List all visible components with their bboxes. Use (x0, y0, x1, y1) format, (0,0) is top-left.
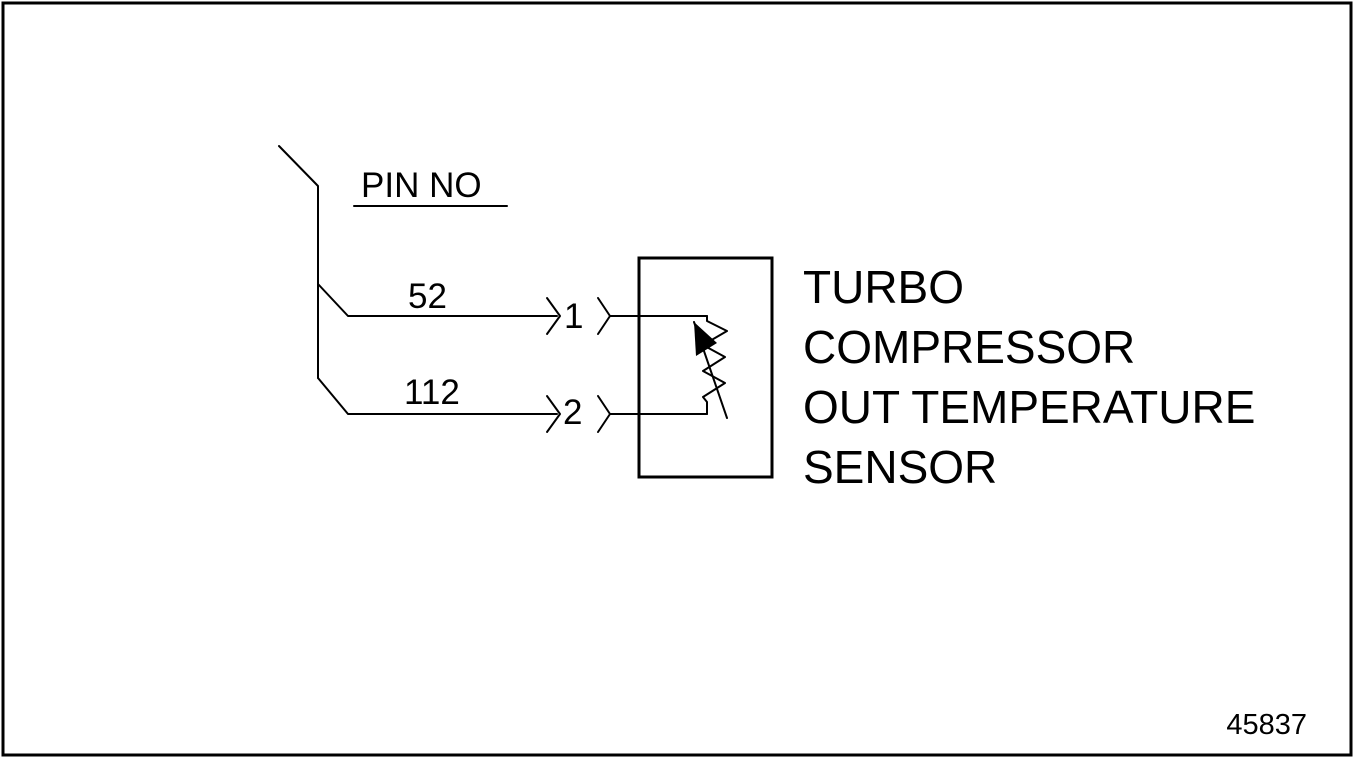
resistor-zigzag (702, 315, 728, 415)
wire-line (317, 283, 558, 317)
sensor-label-line: TURBO (803, 261, 964, 313)
pin-number: 2 (563, 393, 582, 432)
connector-male-chevron (546, 297, 561, 335)
connector-male-chevron (546, 395, 561, 433)
sensor-housing (637, 256, 774, 479)
variable-arrowhead-icon (694, 322, 717, 356)
circuit-number: 52 (408, 277, 447, 316)
thermistor-icon (693, 315, 728, 419)
connector-female-chevron (597, 395, 611, 433)
wire-circuit-52: 52 1 (317, 277, 708, 336)
wire-line (317, 377, 558, 415)
pin-number: 1 (564, 297, 583, 336)
wire-circuit-112: 112 2 (317, 373, 708, 433)
sensor-label: TURBO COMPRESSOR OUT TEMPERATURE SENSOR (803, 261, 1255, 493)
sensor-label-line: COMPRESSOR (803, 321, 1135, 373)
connector-female-chevron (597, 297, 611, 335)
pin-number-header: PIN NO (361, 166, 482, 205)
sensor-label-line: OUT TEMPERATURE (803, 381, 1255, 433)
sensor-label-line: SENSOR (803, 441, 997, 493)
circuit-number: 112 (404, 373, 460, 412)
harness-trunk (278, 145, 319, 379)
figure-number: 45837 (1226, 709, 1307, 741)
